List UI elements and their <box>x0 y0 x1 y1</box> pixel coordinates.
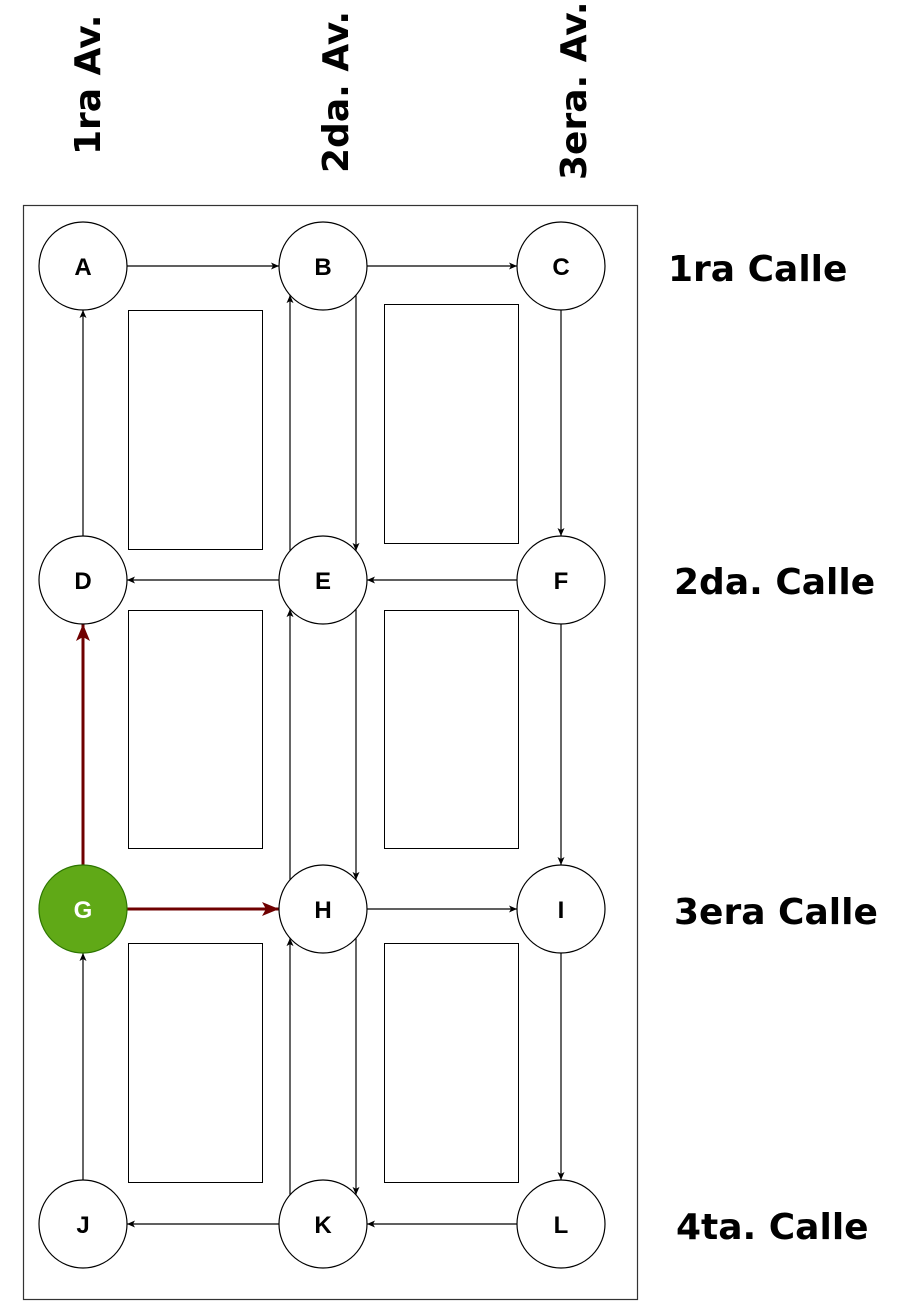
node-label: K <box>314 1212 332 1239</box>
street-label-1: 1ra Calle <box>668 249 847 290</box>
node-circle <box>278 535 368 625</box>
node-circle <box>38 221 128 311</box>
node-circle <box>516 221 606 311</box>
avenue-label-2: 2da. Av. <box>316 11 357 173</box>
node-G: G <box>38 864 128 954</box>
node-label: G <box>74 897 93 924</box>
node-J: J <box>38 1179 128 1269</box>
city-block <box>128 610 263 849</box>
node-A: A <box>38 221 128 311</box>
node-circle <box>38 1179 128 1269</box>
city-block <box>384 610 519 849</box>
node-label: J <box>76 1212 89 1239</box>
city-block <box>128 310 263 550</box>
node-D: D <box>38 535 128 625</box>
node-I: I <box>516 864 606 954</box>
city-blocks <box>128 304 519 1183</box>
node-E: E <box>278 535 368 625</box>
city-block <box>384 943 519 1183</box>
street-labels: 1ra Calle 2da. Calle 3era Calle 4ta. Cal… <box>668 249 878 1248</box>
node-circle <box>516 1179 606 1269</box>
node-circle <box>278 1179 368 1269</box>
node-label: F <box>554 568 569 595</box>
node-circle <box>516 535 606 625</box>
node-layer: A B C D E F G H I J K L <box>38 221 606 1269</box>
node-label: C <box>552 254 569 281</box>
node-circle <box>38 864 128 954</box>
node-circle <box>278 221 368 311</box>
edge-layer <box>76 262 565 1228</box>
node-K: K <box>278 1179 368 1269</box>
avenue-labels: 1ra Av. 2da. Av. 3era. Av. <box>68 1 595 180</box>
node-label: L <box>554 1212 569 1239</box>
node-label: A <box>74 254 91 281</box>
node-label: D <box>74 568 91 595</box>
avenue-label-3: 3era. Av. <box>554 1 595 180</box>
street-label-3: 3era Calle <box>674 892 878 933</box>
node-label: I <box>558 897 565 924</box>
city-block <box>384 304 519 544</box>
node-C: C <box>516 221 606 311</box>
node-label: E <box>315 568 331 595</box>
street-label-4: 4ta. Calle <box>676 1207 869 1248</box>
node-H: H <box>278 864 368 954</box>
node-label: H <box>314 897 331 924</box>
node-B: B <box>278 221 368 311</box>
map-frame <box>22 204 639 1301</box>
street-label-2: 2da. Calle <box>674 562 875 603</box>
node-L: L <box>516 1179 606 1269</box>
node-F: F <box>516 535 606 625</box>
avenue-label-1: 1ra Av. <box>68 15 109 155</box>
node-circle <box>516 864 606 954</box>
node-label: B <box>314 254 331 281</box>
node-circle <box>278 864 368 954</box>
city-block <box>128 943 263 1183</box>
node-circle <box>38 535 128 625</box>
